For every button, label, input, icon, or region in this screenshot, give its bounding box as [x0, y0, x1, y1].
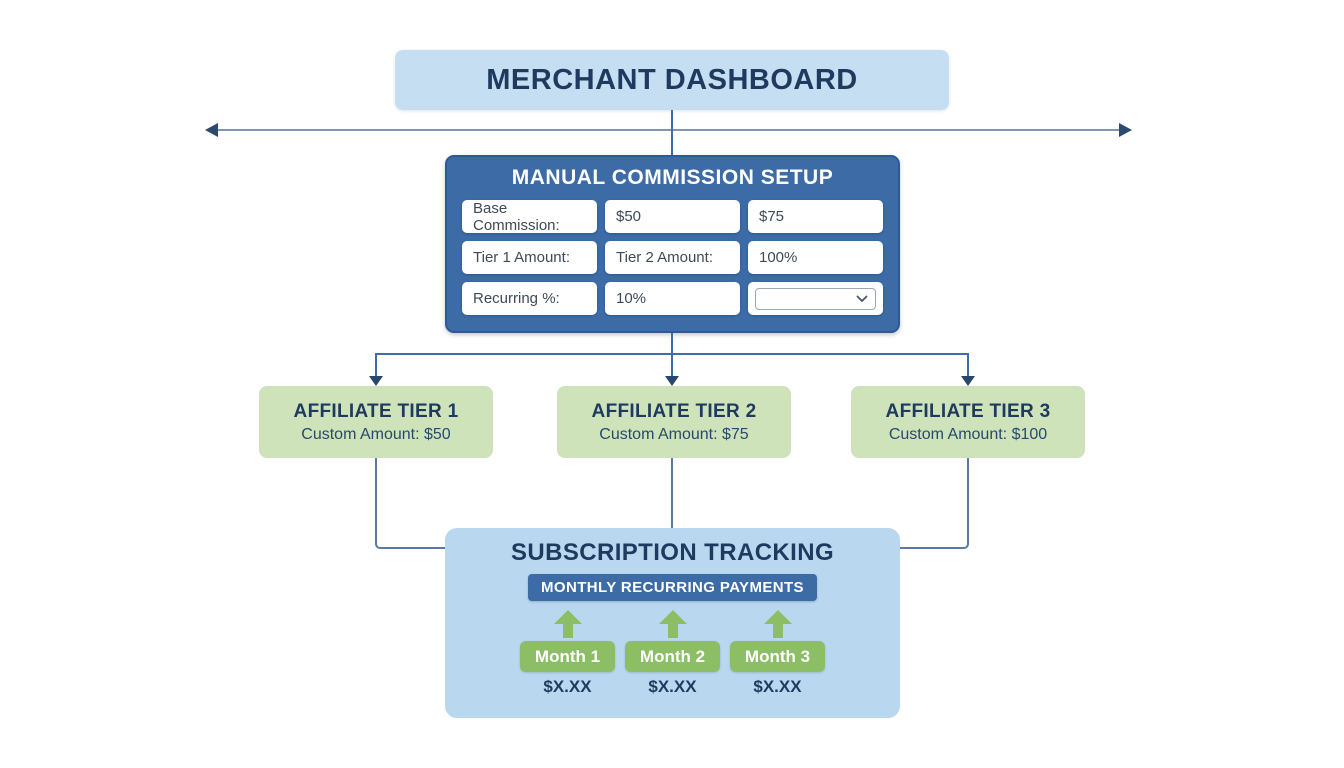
affiliate-tier2-amount: Custom Amount: $75 — [599, 425, 749, 443]
affiliate-tier3-title: AFFILIATE TIER 3 — [885, 400, 1051, 422]
base-commission-value-field[interactable]: $50 — [605, 200, 740, 233]
branch-drop-tier1 — [375, 353, 377, 377]
month1-column: Month 1 $X.XX — [520, 610, 615, 697]
tier1-amount-label: Tier 1 Amount: — [462, 241, 597, 274]
commission-dropdown[interactable] — [755, 287, 876, 310]
branch-drop-tier3 — [967, 353, 969, 377]
recurring-percent-field[interactable]: 10% — [605, 282, 740, 315]
up-arrow-icon — [658, 610, 687, 638]
connector-tier2-subscription — [671, 458, 673, 528]
month2-amount: $X.XX — [648, 677, 697, 696]
month1-button[interactable]: Month 1 — [520, 641, 615, 672]
affiliate-tier2-box: AFFILIATE TIER 2 Custom Amount: $75 — [557, 386, 791, 458]
month2-button[interactable]: Month 2 — [625, 641, 720, 672]
merchant-dashboard-title: MERCHANT DASHBOARD — [486, 63, 858, 96]
top-branch-line — [214, 129, 1124, 131]
monthly-recurring-payments-badge: MONTHLY RECURRING PAYMENTS — [528, 574, 817, 601]
branch-drop-tier2 — [671, 353, 673, 377]
affiliate-tier3-box: AFFILIATE TIER 3 Custom Amount: $100 — [851, 386, 1085, 458]
commission-dropdown-cell — [748, 282, 883, 315]
commission-setup-title: MANUAL COMMISSION SETUP — [511, 166, 834, 189]
tier-percentage-field[interactable]: 100% — [748, 241, 883, 274]
arrowhead-tier3-icon — [961, 376, 975, 386]
affiliate-tier1-title: AFFILIATE TIER 1 — [293, 400, 459, 422]
arrowhead-left-icon — [205, 123, 218, 137]
subscription-tracking-title: SUBSCRIPTION TRACKING — [510, 539, 835, 566]
tier2-amount-label: Tier 2 Amount: — [605, 241, 740, 274]
connector-tier3-subscription — [900, 458, 969, 549]
merchant-dashboard-box: MERCHANT DASHBOARD — [395, 50, 949, 110]
up-arrow-icon — [553, 610, 582, 638]
affiliate-tier1-amount: Custom Amount: $50 — [301, 425, 451, 443]
connector-commission-branch — [671, 333, 673, 354]
commission-grid: Base Commission: $50 $75 Tier 1 Amount: … — [462, 200, 883, 315]
months-row: Month 1 $X.XX Month 2 $X.XX Month 3 $X.X… — [520, 610, 825, 697]
up-arrow-icon — [763, 610, 792, 638]
recurring-percent-label: Recurring %: — [462, 282, 597, 315]
manual-commission-setup-box: MANUAL COMMISSION SETUP Base Commission:… — [445, 155, 900, 333]
affiliate-tier2-title: AFFILIATE TIER 2 — [591, 400, 757, 422]
subscription-tracking-box: SUBSCRIPTION TRACKING MONTHLY RECURRING … — [445, 528, 900, 718]
affiliate-tier3-amount: Custom Amount: $100 — [888, 425, 1048, 443]
connector-dashboard-commission — [671, 110, 673, 155]
month3-amount: $X.XX — [753, 677, 802, 696]
base-commission-label: Base Commission: — [462, 200, 597, 234]
affiliate-tier1-box: AFFILIATE TIER 1 Custom Amount: $50 — [259, 386, 493, 458]
chevron-down-icon — [856, 295, 868, 303]
arrowhead-right-icon — [1119, 123, 1132, 137]
month3-button[interactable]: Month 3 — [730, 641, 825, 672]
arrowhead-tier2-icon — [665, 376, 679, 386]
connector-tier1-subscription — [375, 458, 445, 549]
month2-column: Month 2 $X.XX — [625, 610, 720, 697]
month1-amount: $X.XX — [543, 677, 592, 696]
arrowhead-tier1-icon — [369, 376, 383, 386]
month3-column: Month 3 $X.XX — [730, 610, 825, 697]
commission-value-field-2[interactable]: $75 — [748, 200, 883, 233]
